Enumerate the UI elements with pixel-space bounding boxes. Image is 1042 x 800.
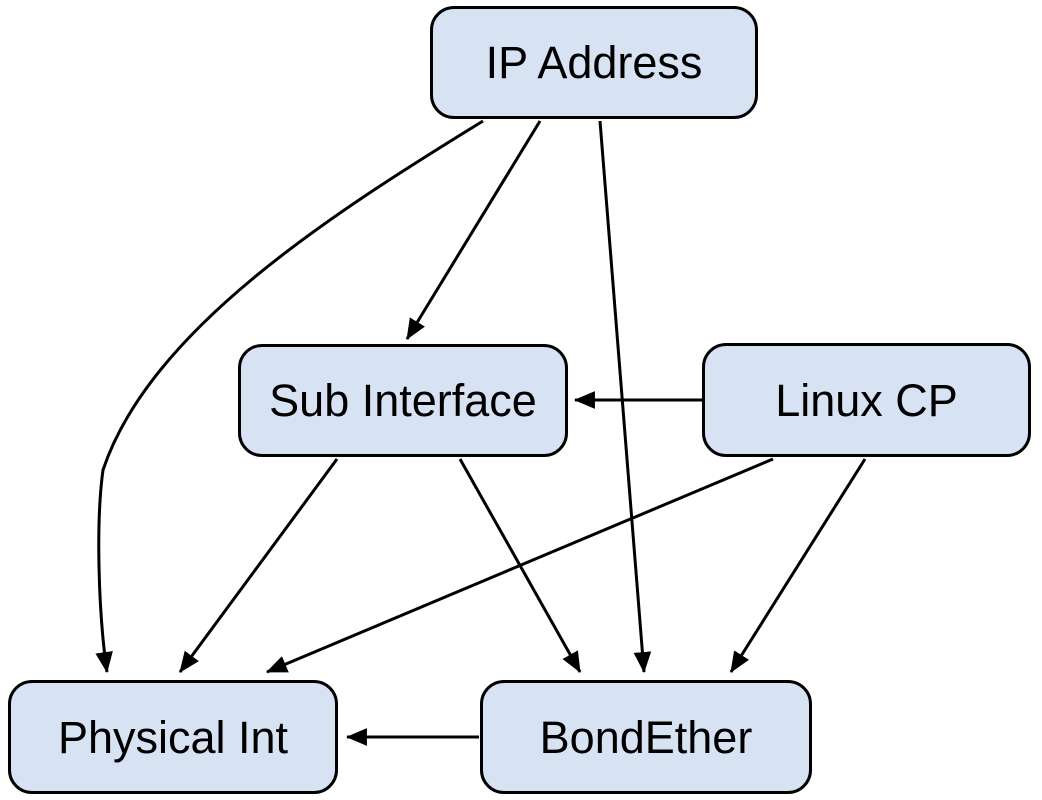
edge-ip-address-to-sub-interface	[405, 120, 542, 340]
edge-sub-interface-to-bond-ether	[458, 458, 582, 673]
node-label: BondEther	[539, 711, 753, 763]
node-label: Linux CP	[775, 374, 958, 426]
edge-linux-cp-to-bond-ether	[729, 458, 867, 673]
node-ip-address: IP Address	[430, 6, 758, 119]
node-bond-ether: BondEther	[480, 680, 812, 794]
edge-sub-interface-to-physical-int	[178, 458, 339, 673]
edge-ip-address-to-bond-ether	[598, 120, 652, 674]
node-label: Sub Interface	[269, 375, 537, 426]
node-sub-interface: Sub Interface	[238, 344, 568, 457]
node-label: IP Address	[485, 37, 703, 88]
edge-ip-address-to-physical-int	[95, 119, 484, 674]
node-physical-int: Physical Int	[8, 680, 338, 794]
node-linux-cp: Linux CP	[702, 343, 1031, 457]
node-label: Physical Int	[57, 711, 289, 763]
